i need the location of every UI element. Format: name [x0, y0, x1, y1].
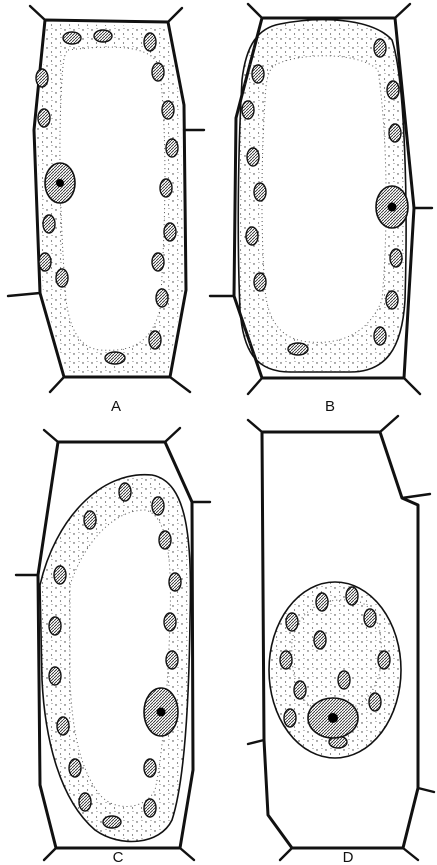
wall-junction: [248, 420, 262, 432]
wall-junction: [380, 416, 398, 432]
wall-junction: [395, 4, 410, 18]
panel-label-b: B: [325, 398, 335, 415]
wall-junction: [44, 430, 58, 442]
nucleus: [308, 698, 358, 738]
wall-junction: [44, 848, 56, 860]
panel-b: B: [210, 4, 432, 415]
wall-junction: [180, 848, 194, 860]
panel-d: D: [248, 416, 434, 865]
panel-a: A: [8, 6, 204, 415]
panel-c: C: [16, 428, 210, 865]
nucleolus: [157, 708, 166, 717]
wall-junction: [404, 378, 420, 394]
vacuole: [262, 56, 386, 343]
wall-junction: [248, 378, 262, 394]
wall-junction: [248, 740, 264, 744]
wall-junction: [248, 4, 262, 18]
vacuole: [70, 510, 170, 806]
vacuole: [60, 47, 165, 350]
wall-junction: [170, 377, 190, 392]
wall-junction: [8, 293, 40, 296]
wall-junction: [168, 8, 182, 22]
wall-junction: [50, 377, 64, 392]
panel-label-d: D: [343, 849, 354, 865]
nucleolus: [388, 203, 397, 212]
wall-junction: [403, 848, 418, 860]
panel-label-a: A: [111, 398, 121, 415]
nucleus: [144, 688, 178, 736]
wall-junction: [418, 788, 434, 792]
wall-junction: [402, 494, 430, 498]
nucleolus: [56, 179, 64, 187]
nucleolus: [328, 713, 338, 723]
wall-junction: [165, 428, 180, 442]
nucleus: [376, 186, 408, 228]
wall-junction: [30, 6, 45, 20]
nucleus: [45, 163, 75, 203]
panel-label-c: C: [113, 849, 124, 865]
wall-junction: [280, 848, 292, 860]
